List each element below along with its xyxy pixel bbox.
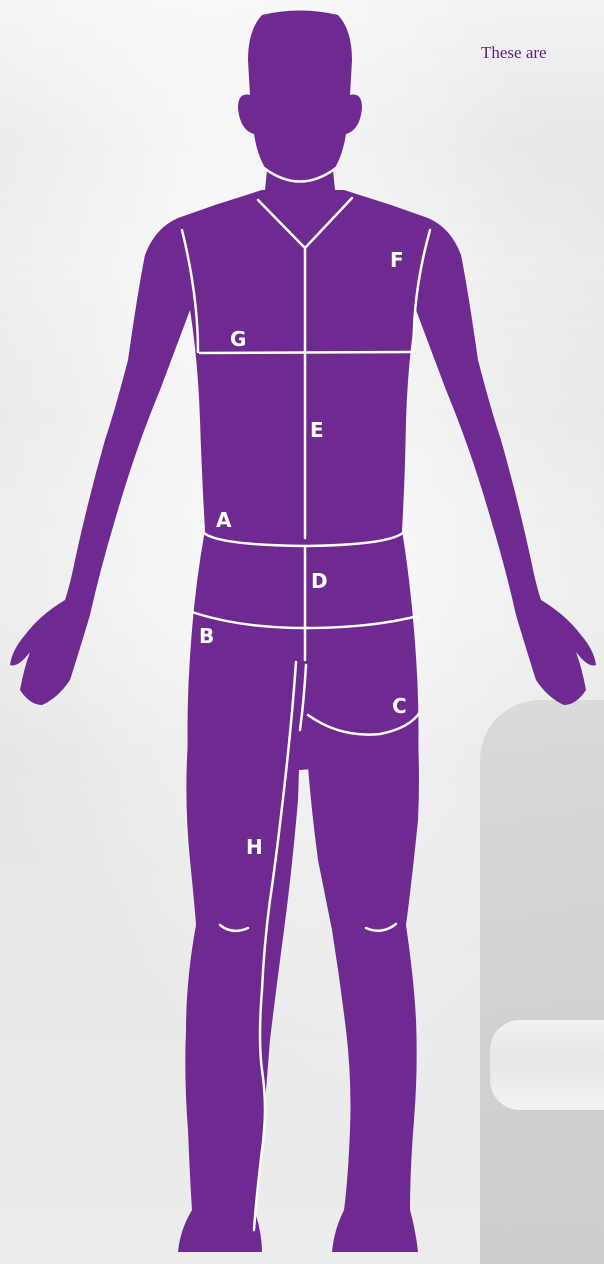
- chest-line: [200, 352, 413, 353]
- body-silhouette: [10, 11, 596, 1253]
- label-h: H: [246, 835, 263, 859]
- label-e: E: [310, 418, 324, 442]
- label-b: B: [199, 624, 214, 648]
- label-f: F: [390, 248, 404, 272]
- torso: [10, 190, 596, 770]
- label-c: C: [392, 694, 407, 718]
- label-d: D: [311, 569, 328, 593]
- right-leg: [306, 740, 419, 1252]
- label-a: A: [216, 508, 232, 532]
- label-g: G: [230, 327, 246, 351]
